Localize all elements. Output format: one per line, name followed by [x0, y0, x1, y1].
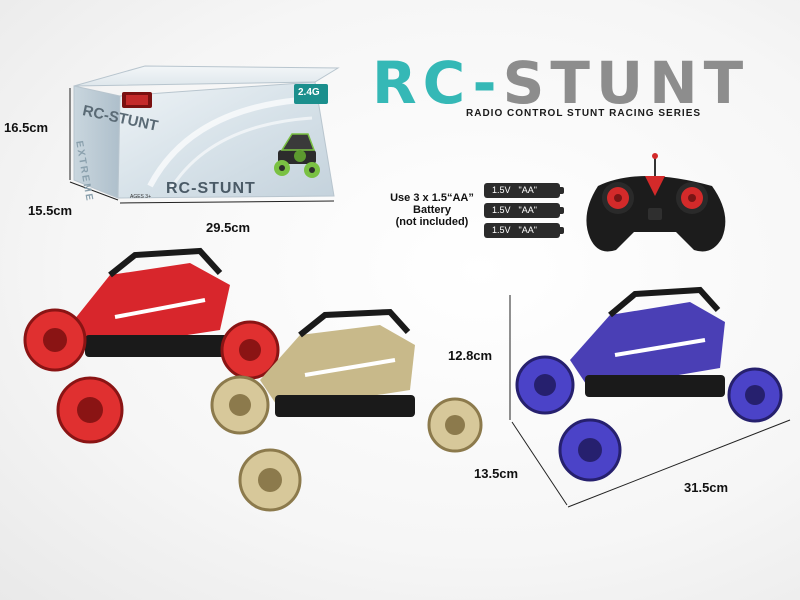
battery-cell: 1.5V"AA" [484, 203, 564, 218]
battery-note: Use 3 x 1.5“AA” Battery (not included) [380, 192, 484, 228]
boxed-car [274, 133, 320, 178]
age-badge: AGES 3+ [130, 194, 151, 200]
battery-cell: 1.5V"AA" [484, 223, 564, 238]
frequency-badge-bg [294, 84, 328, 104]
frequency-badge: 2.4G [298, 87, 320, 98]
box-height-label: 16.5cm [4, 120, 49, 135]
car-height-label: 12.8cm [448, 348, 493, 363]
battery-note-line2: Battery [413, 204, 451, 216]
battery-note-line3: (not included) [395, 216, 469, 228]
box-width-label: 29.5cm [206, 220, 251, 235]
brand-subtitle: RADIO CONTROL STUNT RACING SERIES [466, 108, 702, 119]
car-length-label: 31.5cm [684, 480, 729, 495]
battery-cell: 1.5V"AA" [484, 183, 564, 198]
brand-logo: RC-STUNT [372, 48, 752, 118]
logo-stunt: STUNT [502, 49, 750, 117]
car-width-label: 13.5cm [474, 466, 519, 481]
box-front-logo: RC-STUNT [166, 180, 256, 197]
box-depth-label: 15.5cm [28, 203, 73, 218]
battery-note-line1: Use 3 x 1.5“AA” [390, 192, 474, 204]
logo-rc: RC- [372, 49, 503, 117]
